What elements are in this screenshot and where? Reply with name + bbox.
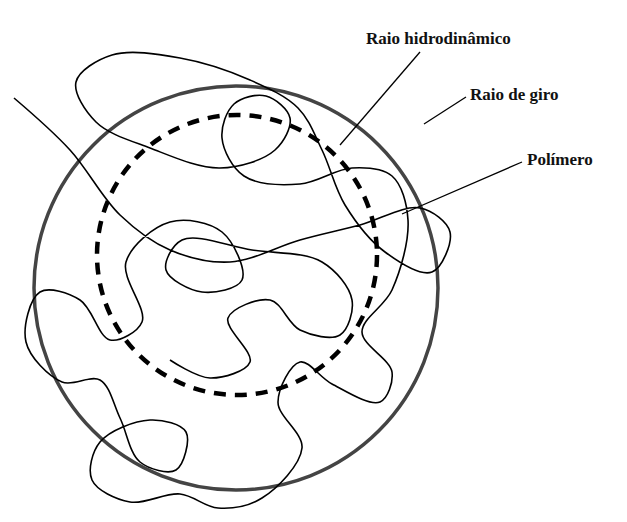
part-label: Polímero	[527, 151, 593, 170]
leader-line	[402, 162, 522, 214]
gyration-circle	[34, 86, 438, 490]
part-label: Raio hidrodinâmico	[366, 30, 511, 49]
part-label: Raio de giro	[470, 86, 558, 105]
polymer-chain	[14, 52, 450, 508]
leader-line	[340, 52, 420, 145]
leader-line	[424, 97, 466, 124]
